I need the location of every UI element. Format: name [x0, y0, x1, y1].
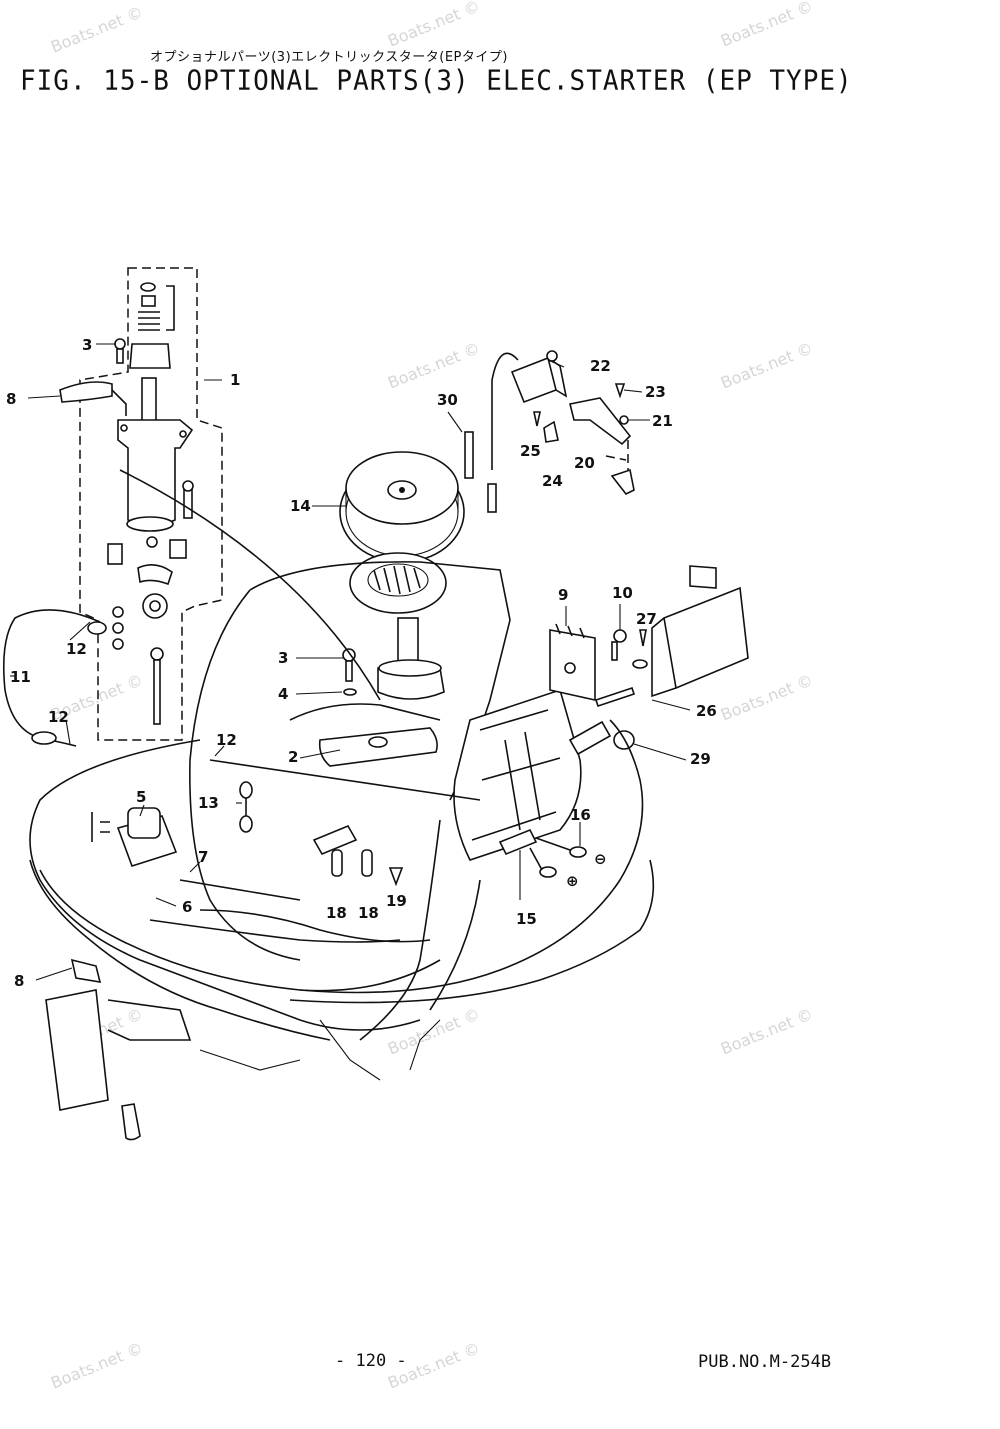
flywheel: [339, 451, 465, 563]
kill-switch-assembly: [510, 350, 635, 496]
cable-connector: [568, 720, 612, 756]
callout-16: 16: [570, 806, 591, 824]
starter-motor-assembly: [79, 267, 223, 741]
callout-18: 18: [358, 904, 379, 922]
callout-30: 30: [437, 391, 458, 409]
callout-12: 12: [216, 731, 237, 749]
callout-14: 14: [290, 497, 311, 515]
callout-20: 20: [574, 454, 595, 472]
terminal: [331, 849, 343, 877]
callout-8: 8: [6, 390, 16, 408]
callout-21: 21: [652, 412, 673, 430]
rectifier: [549, 623, 596, 701]
publication-number: PUB.NO.M-254B: [698, 1352, 832, 1372]
callout-4: 4: [278, 685, 288, 703]
lead-terminal: [87, 621, 107, 635]
callout-12: 12: [48, 708, 69, 726]
stop-switch-cable: [491, 352, 519, 470]
callout-13: 13: [198, 794, 219, 812]
callout-7: 7: [198, 848, 208, 866]
screw-26: [594, 686, 636, 708]
callout-6: 6: [182, 898, 192, 916]
bolt-and-washer: [342, 648, 357, 696]
callout-29: 29: [690, 750, 711, 768]
page-number: - 120 -: [335, 1351, 407, 1371]
callout-2: 2: [288, 748, 298, 766]
connector: [464, 431, 474, 479]
starter-lead-top: [59, 381, 127, 416]
battery-cables: [498, 828, 587, 878]
stator: [349, 552, 447, 614]
callout-3: 3: [82, 336, 92, 354]
callout-27: 27: [636, 610, 657, 628]
japanese-title: オプショナルパーツ(3)エレクトリックスタータ(EPタイプ): [150, 50, 508, 65]
callout-23: 23: [645, 383, 666, 401]
callout-8: 8: [14, 972, 24, 990]
cdi-unit: [651, 565, 749, 698]
callout-1: 1: [230, 371, 240, 389]
wiring-harness: [29, 469, 655, 1081]
washer: [632, 659, 648, 669]
callout-10: 10: [612, 584, 633, 602]
terminal: [361, 849, 373, 877]
callout-12: 12: [66, 640, 87, 658]
lower-lead-and-holder: [45, 958, 192, 1141]
lead-terminal: [31, 731, 57, 745]
bracket-plate: [318, 727, 438, 767]
callout-26: 26: [696, 702, 717, 720]
figure-title: FIG. 15-B OPTIONAL PARTS(3) ELEC.STARTER…: [20, 65, 853, 97]
plus-symbol: ⊕: [566, 872, 579, 890]
screw-19: [388, 867, 404, 887]
crankshaft-base: [377, 617, 445, 700]
callout-9: 9: [558, 586, 568, 604]
engine-body-outline: [249, 561, 511, 801]
callout-19: 19: [386, 892, 407, 910]
bolt-top: [114, 338, 126, 364]
callout-18: 18: [326, 904, 347, 922]
callout-22: 22: [590, 357, 611, 375]
minus-symbol: ⊖: [594, 850, 607, 868]
connector: [487, 483, 497, 513]
callout-24: 24: [542, 472, 563, 490]
engine-body-outline: [289, 703, 441, 721]
callout-3: 3: [278, 649, 288, 667]
starter-relay: [91, 807, 178, 867]
leader-lines: [10, 343, 691, 981]
fuse-holder: [239, 781, 253, 833]
callout-11: 11: [10, 668, 31, 686]
screw-27: [639, 629, 647, 647]
callout-5: 5: [136, 788, 146, 806]
junction-block: [312, 824, 358, 856]
callout-25: 25: [520, 442, 541, 460]
callout-15: 15: [516, 910, 537, 928]
bolt-10: [611, 629, 627, 661]
